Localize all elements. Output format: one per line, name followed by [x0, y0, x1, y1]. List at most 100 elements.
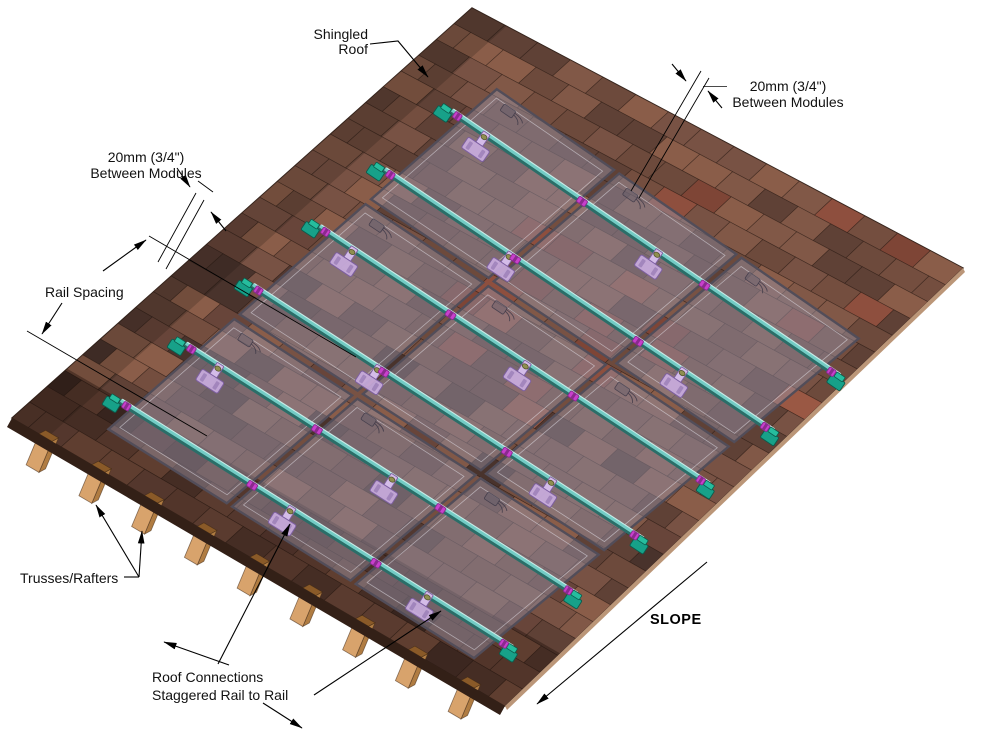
- clamp-stripe: [447, 311, 454, 319]
- annotation-shingled-roof: Shingled Roof: [314, 26, 429, 78]
- label-shingled-roof-1: Shingled: [314, 26, 369, 42]
- roof-connection-lfoot: [528, 476, 558, 508]
- rail-end-bracket-left: [101, 393, 121, 413]
- bracket-top: [833, 371, 846, 383]
- rail-highlight: [321, 224, 711, 483]
- clamp-stripe: [761, 423, 769, 431]
- module-junction-box: [622, 188, 646, 210]
- lfoot-slot: [676, 385, 684, 395]
- annotation-roof-connections: Roof Connections Staggered Rail to Rail: [152, 523, 442, 729]
- rail-end-bracket-right: [826, 371, 846, 392]
- module-wires: [513, 112, 523, 126]
- module-wires: [758, 281, 768, 294]
- eave-fascia: [7, 418, 505, 715]
- clamp-stripe: [564, 586, 572, 595]
- rail-end-clamp: [320, 226, 331, 237]
- rail-mid-clamp: [576, 196, 588, 207]
- label-gap-left-1: 20mm (3/4"): [108, 149, 185, 165]
- rail-highlight: [453, 108, 842, 375]
- annotation-rail-spacing: Rail Spacing: [26, 235, 357, 437]
- clamp-stripe: [188, 345, 195, 353]
- lfoot-slot: [272, 515, 280, 525]
- lfoot-slot: [650, 267, 659, 276]
- extension-line: [157, 192, 197, 263]
- leader-arrow: [95, 504, 140, 578]
- clamp-stripe: [500, 639, 507, 648]
- bracket-top: [373, 162, 385, 173]
- rail-mid-clamp: [567, 390, 580, 402]
- roof-connection-lfoot: [461, 130, 491, 162]
- label-roof-connections-2: Staggered Rail to Rail: [152, 687, 288, 703]
- clamp-stripe: [512, 255, 519, 263]
- lfoot-slot: [371, 382, 379, 392]
- rail-end-bracket-right: [760, 426, 780, 446]
- rail-mid-clamp: [369, 557, 382, 569]
- module-wires: [374, 421, 385, 434]
- rail-end-bracket-right: [629, 535, 649, 555]
- roof-connection-lfoot: [634, 248, 663, 280]
- lfoot-slot: [477, 149, 486, 159]
- lfoot-slot: [490, 261, 498, 270]
- rail-shadow: [117, 399, 512, 651]
- module-junction-box: [614, 382, 638, 404]
- label-slope: SLOPE: [650, 612, 702, 628]
- lfoot-bolt: [521, 363, 529, 370]
- clamp-stripe: [631, 531, 638, 540]
- rail-end-clamp: [695, 475, 706, 486]
- rail-highlight: [386, 167, 775, 430]
- lfoot-plate: [461, 137, 490, 162]
- clamp-stripe: [697, 476, 704, 484]
- extension-line: [630, 70, 702, 192]
- clamp-stripe: [255, 286, 262, 295]
- deck-edge: [505, 268, 965, 710]
- rail-mid-clamp: [698, 279, 711, 291]
- junction-box: [500, 103, 516, 119]
- annotation-slope: SLOPE: [536, 561, 708, 705]
- leader-line: [197, 180, 214, 193]
- clamp-stripe: [123, 402, 130, 410]
- rail-end-clamp: [121, 401, 132, 412]
- module-inner-frame: [242, 406, 465, 573]
- dimension-arrow: [176, 167, 191, 188]
- rail-shadow: [182, 342, 577, 597]
- slope-arrow: [536, 561, 708, 705]
- leader-arrow: [313, 610, 442, 696]
- module-inner-frame: [504, 181, 726, 352]
- rail-mid-clamp: [509, 253, 522, 265]
- annotation-between-modules-right: 20mm (3/4") Between Modules: [630, 63, 844, 199]
- roof-edges: [7, 268, 965, 715]
- clamp-stripe: [634, 337, 642, 345]
- label-roof-connections-1: Roof Connections: [152, 669, 263, 685]
- rail-shadow: [381, 168, 774, 434]
- rail-end-clamp: [452, 111, 463, 122]
- lfoot-slot: [333, 256, 341, 265]
- bracket-top: [109, 393, 121, 404]
- rail-shadow: [249, 283, 643, 542]
- rail-end-bracket-left: [233, 277, 253, 297]
- module-wires: [382, 227, 392, 240]
- clamp-stripe: [437, 504, 444, 513]
- bracket-top: [703, 480, 715, 491]
- clamp-stripe: [454, 112, 461, 121]
- rail-end-bracket-left: [366, 162, 385, 182]
- lfoot-plate: [329, 252, 358, 277]
- roof-left-shade: [12, 8, 507, 439]
- rail-highlight: [187, 341, 579, 593]
- lfoot-slot: [386, 492, 394, 501]
- lfoot-bolt: [678, 370, 686, 377]
- rail-end-clamp: [563, 585, 574, 596]
- module-junction-box: [500, 103, 523, 126]
- module-junction-box: [360, 412, 385, 434]
- rail: [252, 283, 644, 540]
- module-junction-box: [744, 272, 768, 294]
- lfoot-slot: [421, 609, 430, 619]
- rail-end-bracket-left: [300, 219, 320, 239]
- label-gap-right-2: Between Modules: [732, 94, 843, 110]
- lfoot-slot: [199, 373, 207, 382]
- leader-arrow: [137, 530, 145, 578]
- rail-end-bracket-left: [166, 336, 186, 356]
- clamp-stripe: [503, 448, 510, 456]
- rail-highlight: [254, 282, 645, 538]
- dimension-arrow: [671, 63, 687, 82]
